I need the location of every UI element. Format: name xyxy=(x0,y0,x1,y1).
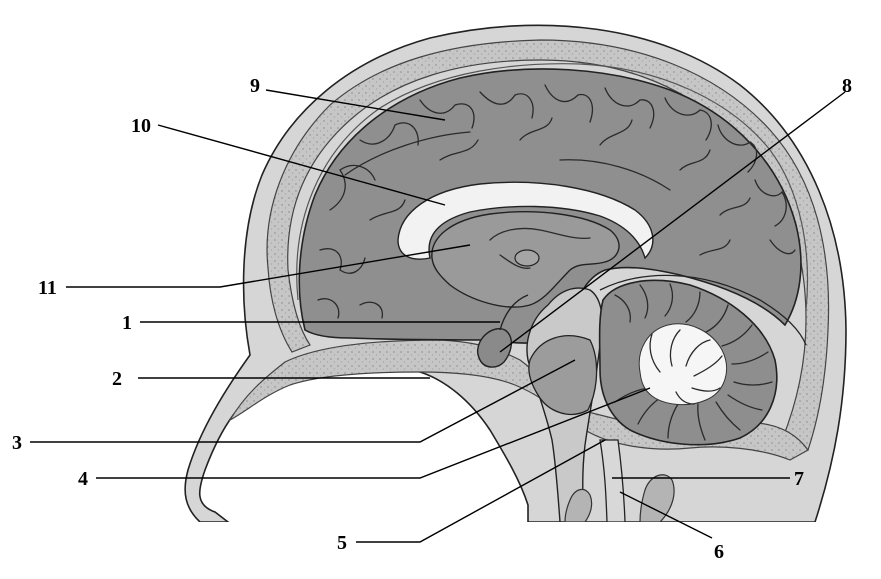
leader-lines xyxy=(30,89,846,543)
label-7: 7 xyxy=(794,468,804,490)
arbor-vitae-branches xyxy=(649,329,723,405)
label-4: 4 xyxy=(78,468,88,490)
label-11: 11 xyxy=(38,277,57,299)
corpus-callosum xyxy=(397,181,654,260)
cerebellar-folia xyxy=(614,283,773,441)
skull xyxy=(266,39,830,451)
label-6: 6 xyxy=(714,541,724,563)
vertebra-anterior xyxy=(564,488,593,522)
label-8: 8 xyxy=(842,75,852,97)
label-9: 9 xyxy=(250,75,260,97)
cortex-sulci xyxy=(317,84,796,319)
pituitary xyxy=(476,328,512,368)
tentorium xyxy=(599,274,807,346)
spinal-cord xyxy=(599,439,626,522)
label-2: 2 xyxy=(112,368,122,390)
label-10: 10 xyxy=(131,115,151,137)
label-1: 1 xyxy=(122,312,132,334)
meninges xyxy=(296,63,809,311)
pons xyxy=(528,335,598,415)
label-3: 3 xyxy=(12,432,22,454)
infundibulum xyxy=(499,294,529,331)
labels: 1 2 3 4 5 6 7 8 9 10 11 xyxy=(12,75,852,563)
arbor-vitae xyxy=(638,323,728,406)
vertebra xyxy=(639,474,675,522)
label-5: 5 xyxy=(337,532,347,554)
interthalamic-adhesion xyxy=(514,249,540,267)
